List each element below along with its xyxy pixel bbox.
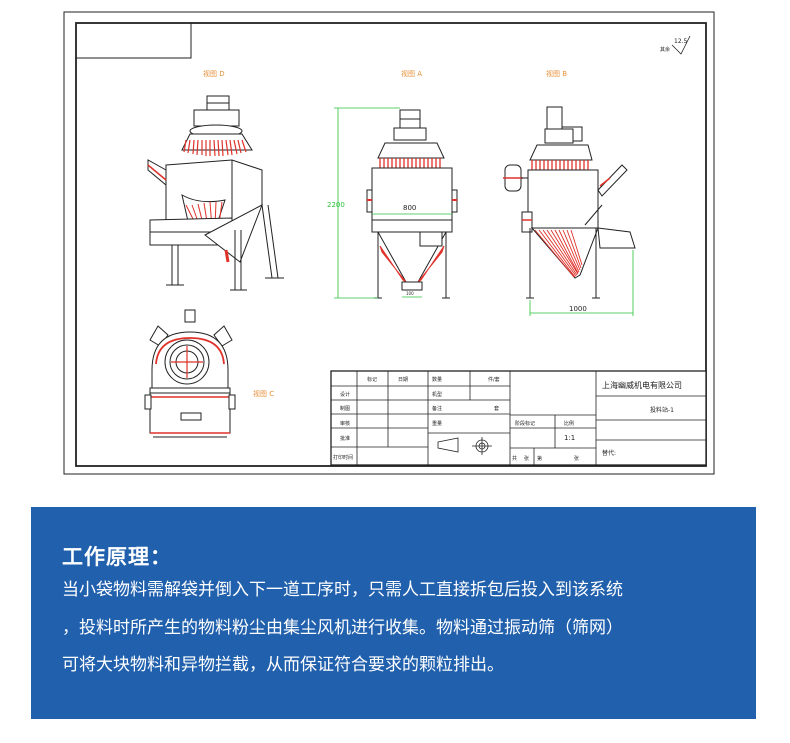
tb-model: 机型: [432, 391, 442, 398]
principle-text-line-3: 可将大块物料和异物拦截，从而保证符合要求的颗粒排出。: [62, 655, 504, 675]
view-b-side: [503, 106, 636, 299]
engineering-drawing: 其余 12.5 视图 D 视图 A 视图 B 视图 C: [63, 11, 715, 475]
tb-review: 审核: [340, 420, 350, 427]
tb-stage-mark: 阶段标记: [515, 420, 535, 427]
working-principle-title: 工作原理：: [62, 545, 172, 569]
drawing-inner-border: [75, 22, 707, 467]
title-block-text: 标记 日期 数量 件/套 设计 机型 制图 备注 套 审核 重量 批准 阶段标记…: [333, 376, 682, 462]
view-b-dimensions: [529, 250, 634, 316]
view-c-top: [144, 309, 236, 438]
tb-mark: 标记: [367, 376, 377, 383]
dimension-outlet: 100: [406, 291, 414, 296]
tb-sheets-2: 张: [574, 455, 579, 462]
view-label-d: 视图 D: [203, 69, 225, 78]
principle-text-line-2: ，投料时所产生的物料粉尘由集尘风机进行收集。物料通过振动筛（筛网）: [62, 618, 623, 638]
projection-symbol: [437, 437, 492, 455]
surface-finish-value: 12.5: [674, 38, 688, 45]
surface-finish-label: 其余: [660, 46, 670, 53]
tb-total: 共: [512, 455, 517, 462]
dimension-width-1000: 1000: [569, 305, 587, 313]
view-a-dimensions: [334, 107, 452, 299]
view-d-isometric: [147, 95, 284, 291]
principle-text-line-1: 当小袋物料需解袋并倒入下一道工序时，只需人工直接拆包后投入到该系统: [62, 580, 623, 600]
dimension-width-800: 800: [403, 204, 416, 212]
tb-page: 第: [537, 455, 542, 462]
tb-design: 设计: [340, 391, 350, 398]
tb-kg: 套: [494, 405, 499, 412]
tb-date: 日期: [398, 377, 408, 383]
view-label-a: 视图 A: [401, 69, 422, 78]
tb-scale-value: 1:1: [564, 434, 575, 442]
tb-weight: 重量: [432, 420, 442, 427]
dimension-height: 2200: [327, 201, 345, 209]
tb-draw: 制图: [340, 405, 350, 412]
working-principle-panel: 工作原理： 当小袋物料需解袋并倒入下一道工序时，只需人工直接拆包后投入到该系统 …: [31, 507, 756, 719]
tb-scale: 比例: [564, 420, 574, 427]
view-label-c: 视图 C: [253, 389, 274, 398]
tb-qty: 数量: [432, 376, 442, 383]
tb-company: 上海幽威机电有限公司: [602, 380, 682, 390]
surface-finish-mark: 其余 12.5: [660, 35, 691, 55]
title-block: [330, 370, 707, 466]
tb-approve: 批准: [340, 435, 350, 442]
view-label-b: 视图 B: [546, 69, 567, 78]
tb-replace: 替代:: [602, 449, 616, 457]
tb-sheets-1: 张: [524, 455, 529, 462]
drawing-number-box: [75, 22, 192, 59]
tb-note: 备注: [432, 405, 442, 412]
tb-part: 件/套: [488, 376, 500, 383]
tb-print-time: 打印时间: [333, 454, 353, 461]
tb-product: 投料站-1: [650, 406, 674, 414]
view-a-front: [366, 109, 458, 299]
